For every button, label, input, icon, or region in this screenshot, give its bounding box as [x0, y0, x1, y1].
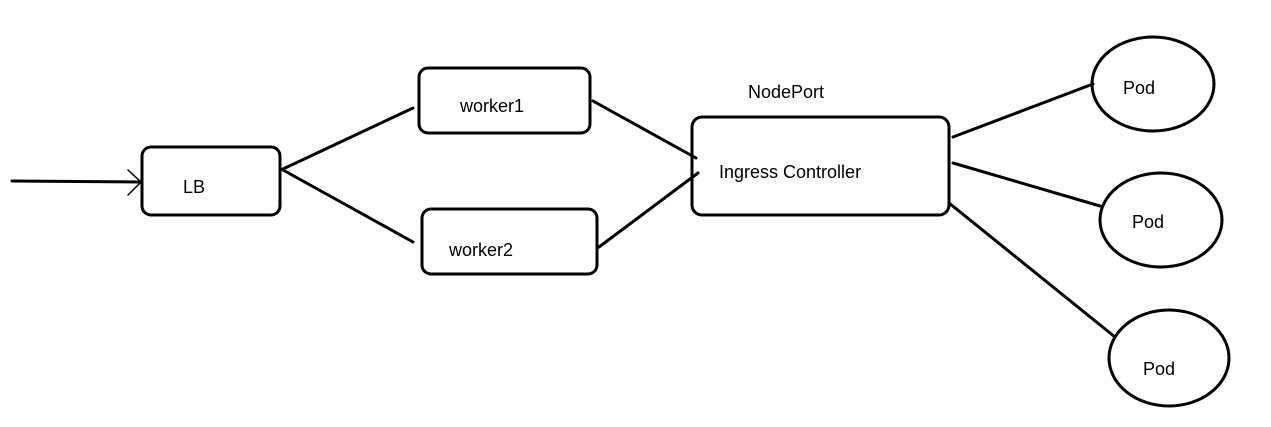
edge-ingress-to-pod2: [951, 161, 1102, 208]
node-worker2: worker2: [420, 207, 599, 276]
edges: [10, 82, 1117, 339]
node-lb: LB: [140, 145, 282, 217]
ingress-controller-label: Ingress Controller: [719, 162, 861, 182]
node-pod-1: Pod: [1090, 35, 1216, 133]
lb-label: LB: [183, 177, 205, 197]
node-ingress-controller: NodePort Ingress Controller: [690, 82, 951, 217]
worker2-label: worker2: [448, 240, 513, 260]
edge-worker2-to-ingress: [597, 171, 700, 249]
lb-box: [140, 145, 282, 217]
pod-2-label: Pod: [1132, 212, 1164, 232]
worker1-box: [417, 66, 592, 135]
node-pod-2: Pod: [1098, 171, 1224, 269]
pod-1-ellipse: [1090, 35, 1216, 133]
node-worker1: worker1: [417, 66, 592, 135]
pod-1-label: Pod: [1123, 78, 1155, 98]
edge-lb-to-worker1: [281, 106, 415, 171]
ingress-controller-box: [690, 115, 951, 217]
pod-3-label: Pod: [1143, 359, 1175, 379]
pod-3-ellipse: [1107, 308, 1231, 408]
edge-ingress-to-pod3: [947, 201, 1117, 339]
worker1-label: worker1: [459, 96, 524, 116]
edge-worker1-to-ingress: [591, 99, 698, 160]
edge-input-to-lb: [10, 179, 143, 184]
node-pod-3: Pod: [1107, 308, 1231, 408]
worker2-box: [420, 207, 599, 276]
edge-lb-to-worker2: [281, 168, 415, 244]
edge-ingress-to-pod1: [951, 82, 1095, 139]
pod-2-ellipse: [1098, 171, 1224, 269]
nodeport-caption: NodePort: [748, 82, 824, 102]
